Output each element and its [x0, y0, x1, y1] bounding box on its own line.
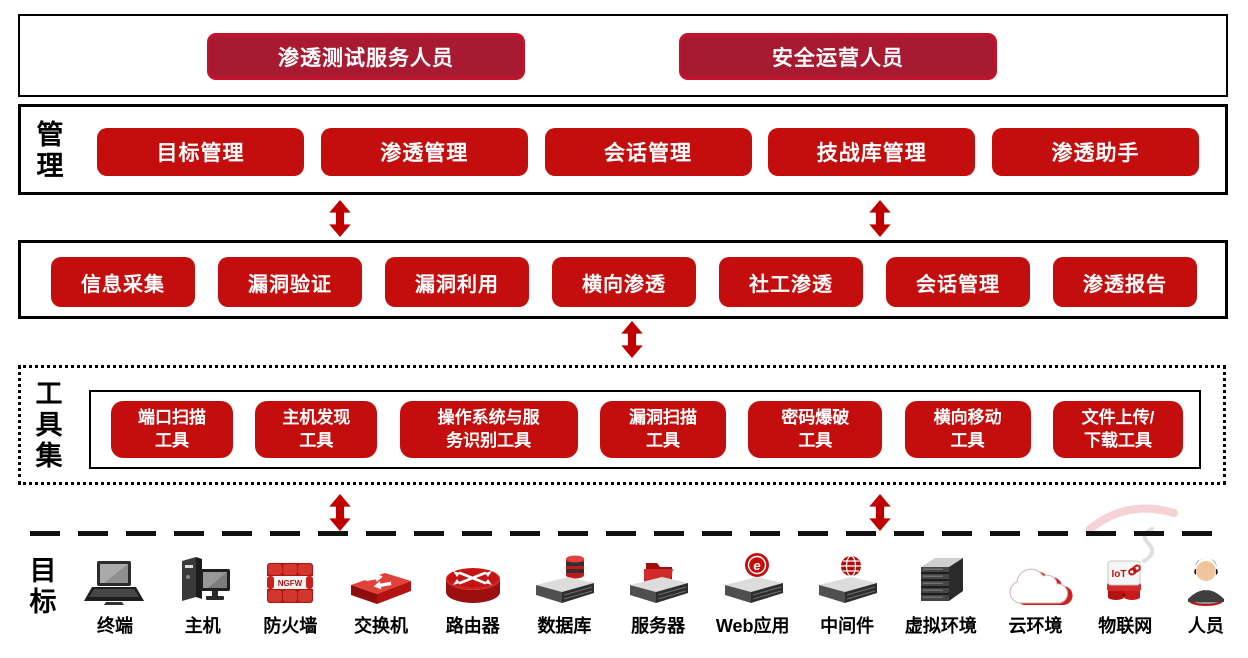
- management-buttons-row: 目标管理 渗透管理 会话管理 技战库管理 渗透助手: [97, 128, 1199, 176]
- switch-icon: [351, 573, 412, 604]
- vuln-exploitation-button: 漏洞利用: [385, 257, 529, 307]
- target-label: Web应用: [715, 616, 790, 636]
- target-item-server: 服务器: [622, 553, 694, 638]
- database-icon: [536, 555, 595, 603]
- security-operations-personnel-button: 安全运营人员: [679, 33, 997, 80]
- info-collection-button: 信息采集: [51, 257, 195, 307]
- target-label: 物联网: [1098, 616, 1153, 636]
- double-arrow-icon: [329, 200, 351, 237]
- management-section-label: 管理: [36, 120, 64, 182]
- target-item-cloud: 云环境: [999, 559, 1073, 638]
- host-icon: [181, 557, 230, 601]
- target-item-middleware: 中间件: [811, 553, 883, 638]
- penetration-report-button: 渗透报告: [1053, 257, 1197, 307]
- target-label: 云环境: [1008, 616, 1063, 636]
- target-management-button: 目标管理: [97, 128, 304, 176]
- target-item-person: 人员: [1178, 553, 1234, 638]
- double-arrow-icon: [329, 494, 351, 531]
- web-e-glyph: e: [753, 558, 760, 573]
- cloud-icon: [1009, 568, 1073, 605]
- firewall-icon: NGFW: [267, 563, 314, 603]
- target-label: 路由器: [445, 616, 500, 636]
- target-item-router: 路由器: [439, 561, 507, 638]
- session-management-button: 会话管理: [886, 257, 1030, 307]
- target-label: 服务器: [631, 616, 686, 636]
- vuln-verification-button: 漏洞验证: [218, 257, 362, 307]
- host-discovery-tool-button: 主机发现 工具: [255, 401, 378, 458]
- targets-icons-row: 终端 主机: [82, 546, 1234, 638]
- management-row-box: 管理 目标管理 渗透管理 会话管理 技战库管理 渗透助手: [18, 104, 1228, 195]
- target-item-host: 主机: [170, 553, 236, 638]
- operations-buttons-row: 信息采集 漏洞验证 漏洞利用 横向渗透 社工渗透 会话管理 渗透报告: [51, 257, 1197, 307]
- target-label: 终端: [97, 616, 133, 636]
- target-label: 虚拟环境: [904, 616, 977, 636]
- password-cracking-tool-button: 密码爆破 工具: [748, 401, 883, 458]
- tactics-library-management-button: 技战库管理: [768, 128, 976, 176]
- pentest-service-personnel-button: 渗透测试服务人员: [207, 33, 525, 80]
- target-label: 交换机: [354, 616, 409, 636]
- double-arrow-icon: [621, 321, 643, 358]
- port-scan-tool-button: 端口扫描 工具: [111, 401, 233, 458]
- users-row-box: 渗透测试服务人员 安全运营人员: [18, 14, 1228, 97]
- toolset-inner-box: 端口扫描 工具 主机发现 工具 操作系统与服 务识别工具 漏洞扫描 工具 密码爆…: [89, 390, 1201, 469]
- vuln-scan-tool-button: 漏洞扫描 工具: [599, 401, 726, 458]
- target-item-firewall: NGFW 防火墙: [257, 557, 323, 638]
- lateral-penetration-button: 横向渗透: [552, 257, 696, 307]
- middleware-icon: [819, 555, 878, 603]
- server-icon: [630, 563, 689, 603]
- target-item-iot: IoT 物联网: [1094, 553, 1156, 638]
- penetration-assistant-button: 渗透助手: [992, 128, 1199, 176]
- lateral-movement-tool-button: 横向移动 工具: [904, 401, 1031, 458]
- target-label: 防火墙: [263, 616, 318, 636]
- target-label: 中间件: [820, 616, 875, 636]
- toolset-section-label: 工具集: [35, 379, 63, 472]
- target-item-web-app: e Web应用: [715, 551, 790, 638]
- social-engineering-button: 社工渗透: [719, 257, 863, 307]
- target-item-terminal: 终端: [82, 557, 148, 638]
- toolset-buttons-row: 端口扫描 工具 主机发现 工具 操作系统与服 务识别工具 漏洞扫描 工具 密码爆…: [111, 401, 1183, 458]
- double-arrow-icon: [869, 494, 891, 531]
- dashed-separator-line: [30, 531, 1218, 536]
- file-upload-download-tool-button: 文件上传/ 下载工具: [1052, 401, 1183, 458]
- iot-text: IoT: [1112, 569, 1127, 580]
- penetration-management-button: 渗透管理: [320, 128, 528, 176]
- operations-row-box: 信息采集 漏洞验证 漏洞利用 横向渗透 社工渗透 会话管理 渗透报告: [18, 240, 1228, 319]
- target-label: 主机: [184, 616, 221, 636]
- firewall-ngfw-text: NGFW: [278, 579, 303, 588]
- web-app-icon: e: [724, 553, 783, 603]
- target-label: 人员: [1187, 616, 1224, 636]
- session-management-button: 会话管理: [544, 128, 752, 176]
- double-arrow-icon: [869, 200, 891, 237]
- iot-icon: IoT: [1107, 560, 1142, 600]
- target-item-virtual-env: 虚拟环境: [905, 551, 977, 638]
- os-service-identification-tool-button: 操作系统与服 务识别工具: [399, 401, 578, 458]
- toolset-row-box: 工具集 端口扫描 工具 主机发现 工具 操作系统与服 务识别工具 漏洞扫描 工具…: [18, 365, 1226, 485]
- target-item-switch: 交换机: [345, 563, 417, 638]
- targets-section-label: 目标: [29, 556, 57, 618]
- router-icon: [445, 568, 500, 603]
- terminal-icon: [84, 561, 144, 605]
- virtual-env-icon: [920, 558, 963, 601]
- target-item-database: 数据库: [528, 551, 600, 638]
- person-icon: [1187, 558, 1224, 606]
- target-label: 数据库: [537, 616, 592, 636]
